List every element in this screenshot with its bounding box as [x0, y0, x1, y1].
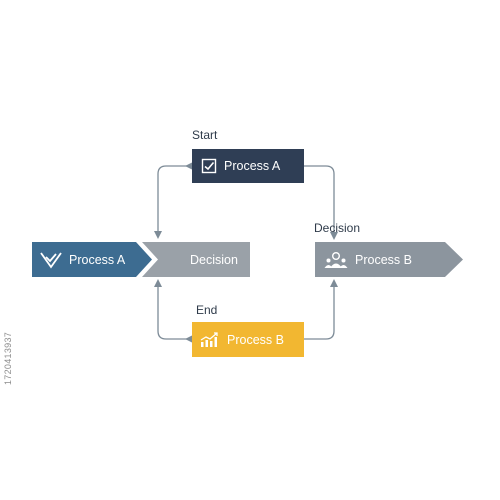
left-process-label: Process A [69, 252, 126, 267]
connector-top-to-decision [154, 162, 193, 239]
top-process-node[interactable]: Process A [192, 149, 304, 183]
connector-bottom-to-decision [154, 279, 193, 343]
middle-decision-node[interactable]: Decision [142, 242, 250, 277]
left-process-node[interactable]: Process A [32, 242, 154, 277]
end-label: End [196, 303, 218, 317]
right-process-label: Process B [355, 252, 412, 267]
checkbox-icon [201, 158, 217, 174]
middle-decision-label: Decision [190, 252, 238, 267]
bottom-process-label: Process B [227, 332, 284, 347]
left-process-shape [32, 242, 152, 277]
connector-bottom-to-right [304, 279, 338, 340]
right-process-shape [315, 242, 463, 277]
stock-id-watermark: 1720413937 [3, 331, 13, 385]
bottom-process-node[interactable]: Process B [192, 322, 304, 357]
middle-decision-shape [142, 242, 250, 277]
team-icon [324, 251, 348, 269]
growth-chart-icon [200, 331, 220, 348]
right-process-node[interactable]: Process B [315, 242, 465, 277]
start-label: Start [192, 128, 218, 142]
check-chevron-icon [40, 251, 62, 269]
decision-label: Decision [314, 221, 361, 235]
top-process-label: Process A [224, 159, 281, 173]
